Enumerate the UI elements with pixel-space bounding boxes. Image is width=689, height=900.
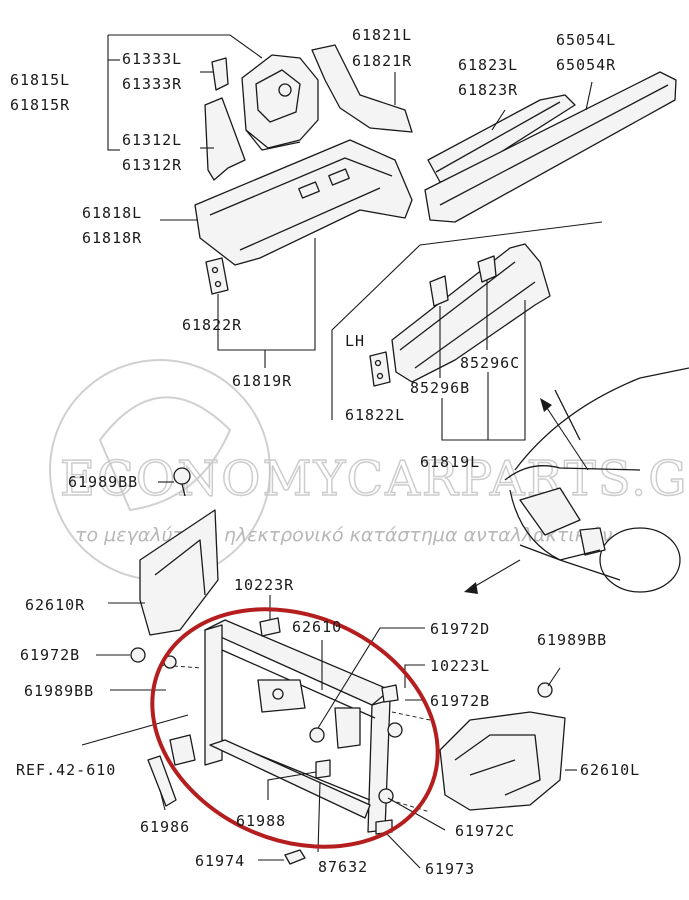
- label-61972C: 61972C: [455, 822, 515, 840]
- label-61819R: 61819R: [232, 372, 292, 390]
- label-61986: 61986: [140, 818, 190, 836]
- label-61988: 61988: [236, 812, 286, 830]
- part-61822L: [369, 351, 391, 387]
- direction-arrows: [464, 398, 589, 594]
- clip-10223R: [259, 617, 281, 637]
- label-61333L: 61333L: [122, 50, 182, 68]
- label-61333R: 61333R: [122, 75, 182, 93]
- part-labels: 61815L 61815R 61333L 61333R 61312L 61312…: [10, 26, 640, 878]
- label-61815R: 61815R: [10, 96, 70, 114]
- bolt-61974: [284, 849, 306, 865]
- label-62610L: 62610L: [580, 761, 640, 779]
- clip-10223L: [381, 684, 399, 703]
- part-61989BB-bolt-top: [158, 467, 191, 497]
- label-62610: 62610: [292, 618, 342, 636]
- label-61989BB-left: 61989BB: [24, 682, 94, 700]
- label-lh: LH: [345, 332, 365, 350]
- bolt-61972B-left: [130, 647, 146, 663]
- label-85296B: 85296B: [410, 379, 470, 397]
- part-61821: [311, 44, 413, 133]
- bolt-61972D: [309, 727, 325, 743]
- label-61973: 61973: [425, 860, 475, 878]
- label-61823R: 61823R: [458, 81, 518, 99]
- part-61333: [200, 57, 229, 91]
- label-62610R: 62610R: [25, 596, 85, 614]
- lh-inset-frame: [331, 221, 603, 420]
- part-61986: [147, 734, 196, 807]
- label-61823L: 61823L: [458, 56, 518, 74]
- fasteners: [130, 617, 553, 865]
- watermark-logo-swoosh: [98, 396, 232, 512]
- label-61972B-right: 61972B: [430, 692, 490, 710]
- part-61818L-side-member: [391, 243, 551, 383]
- label-10223L: 10223L: [430, 657, 490, 675]
- label-65054L: 65054L: [556, 31, 616, 49]
- label-61819L: 61819L: [420, 453, 480, 471]
- label-61312R: 61312R: [122, 156, 182, 174]
- label-10223R: 10223R: [234, 576, 294, 594]
- label-61822R: 61822R: [182, 316, 242, 334]
- part-61815-shock-tower: [241, 54, 319, 151]
- label-61818R: 61818R: [82, 229, 142, 247]
- watermark-subtext: το μεγαλύτερο ηλεκτρονικό κατάστημα αντα…: [75, 524, 613, 546]
- part-65054-side-sill: [424, 71, 677, 223]
- label-61818L: 61818L: [82, 204, 142, 222]
- watermark-text: ECONOMYCARPARTS.GR: [60, 451, 689, 507]
- highlight-ring: [150, 607, 440, 849]
- part-61818-side-member: [160, 139, 413, 266]
- nut-61988: [315, 759, 331, 779]
- part-62610L: [439, 711, 577, 811]
- label-ref-42-610: REF.42-610: [16, 761, 116, 779]
- label-61821R: 61821R: [352, 52, 412, 70]
- label-61972B-left: 61972B: [20, 646, 80, 664]
- part-61312: [200, 97, 246, 181]
- bracket-61815: [107, 34, 263, 151]
- label-61974: 61974: [195, 852, 245, 870]
- bolt-61972C: [378, 788, 394, 804]
- label-61815L: 61815L: [10, 71, 70, 89]
- bolt-61989BB-right: [537, 682, 553, 698]
- part-62610-radiator-support: [159, 619, 431, 833]
- label-61972D: 61972D: [430, 620, 490, 638]
- label-61989BB-top: 61989BB: [68, 473, 138, 491]
- label-61989BB-right: 61989BB: [537, 631, 607, 649]
- label-85296C: 85296C: [460, 354, 520, 372]
- label-65054R: 65054R: [556, 56, 616, 74]
- bolt-61972B-right: [387, 722, 403, 738]
- label-61821L: 61821L: [352, 26, 412, 44]
- leader-61819R: [264, 238, 316, 368]
- label-61312L: 61312L: [122, 131, 182, 149]
- label-61822L: 61822L: [345, 406, 405, 424]
- leaders-lh: [439, 280, 526, 441]
- part-61822R: [205, 257, 265, 351]
- leaders-lower: [81, 595, 561, 869]
- label-87632: 87632: [318, 858, 368, 876]
- car-silhouette: [504, 367, 689, 593]
- part-62610R: [108, 509, 219, 636]
